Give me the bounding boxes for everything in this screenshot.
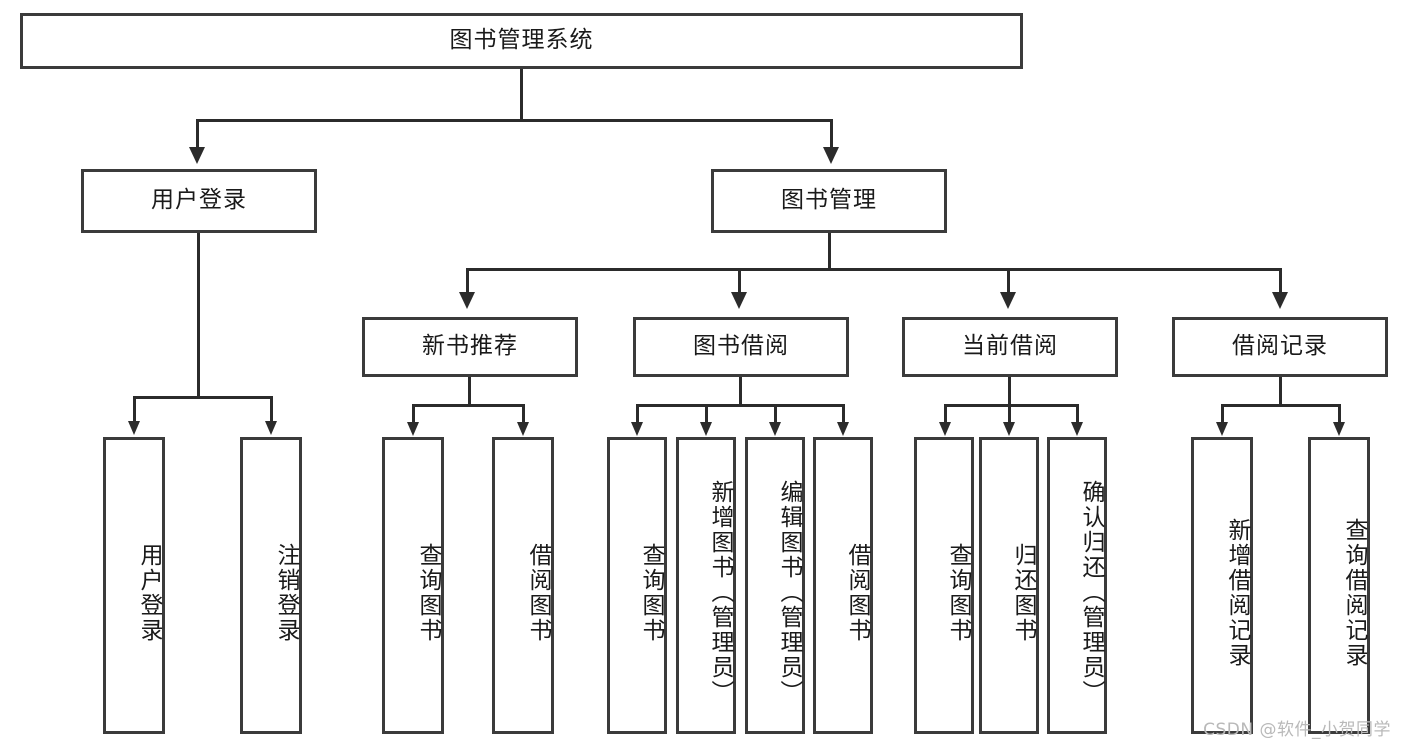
arrow-bm-borrow-record — [1272, 292, 1288, 309]
leaf-bb-borrow-book[interactable]: 借阅图书 — [813, 437, 873, 734]
arrow-bm-current-borrow — [1000, 292, 1016, 309]
watermark-text: CSDN @软件_小贺同学 — [1203, 720, 1391, 740]
leaf-nbr-query-book[interactable]: 查询图书 — [382, 437, 444, 734]
arrow-bb-leaf-4 — [837, 422, 849, 436]
node-label: 查询图书 — [638, 542, 664, 643]
edge-root-to-user-login — [196, 119, 199, 149]
edge-br-stem — [1279, 377, 1282, 405]
node-label: 新增图书（管理员） — [707, 480, 733, 705]
node-label: 图书管理系统 — [449, 27, 594, 54]
edge-nbr-drop-2 — [522, 404, 525, 423]
node-label: 用户登录 — [151, 187, 247, 214]
edge-bb-drop-1 — [636, 404, 639, 423]
arrow-br-leaf-1 — [1216, 422, 1228, 436]
edge-book-mgmt-bus — [466, 268, 1282, 271]
edge-br-drop-1 — [1221, 404, 1224, 423]
node-label: 新书推荐 — [422, 333, 518, 360]
edge-br-bus — [1221, 404, 1341, 407]
edge-book-mgmt-stem — [828, 233, 831, 269]
edge-bb-drop-2 — [705, 404, 708, 423]
arrow-nbr-leaf-2 — [517, 422, 529, 436]
leaf-cb-return-book[interactable]: 归还图书 — [979, 437, 1039, 734]
leaf-cb-query-book[interactable]: 查询图书 — [914, 437, 974, 734]
arrow-bb-leaf-2 — [700, 422, 712, 436]
edge-nbr-drop-1 — [412, 404, 415, 423]
arrow-user-login-leaf-2 — [265, 421, 277, 435]
edge-cb-drop-3 — [1076, 404, 1079, 423]
arrow-nbr-leaf-1 — [407, 422, 419, 436]
node-label: 新增借阅记录 — [1224, 517, 1250, 668]
leaf-bb-edit-book-admin[interactable]: 编辑图书（管理员） — [745, 437, 805, 734]
node-label: 借阅记录 — [1232, 333, 1328, 360]
node-label: 图书借阅 — [693, 333, 789, 360]
leaf-user-login-logout[interactable]: 注销登录 — [240, 437, 302, 734]
edge-user-login-drop-2 — [270, 396, 273, 422]
node-label: 查询借阅记录 — [1341, 517, 1367, 668]
arrow-bb-leaf-3 — [769, 422, 781, 436]
arrow-root-to-user-login — [189, 147, 205, 164]
node-label: 借阅图书 — [844, 542, 870, 643]
edge-user-login-bus — [133, 396, 270, 399]
edge-bb-stem — [739, 377, 742, 405]
node-book-borrow[interactable]: 图书借阅 — [633, 317, 849, 377]
edge-bm-drop-1 — [466, 268, 469, 294]
edge-bb-drop-4 — [842, 404, 845, 423]
node-label: 用户登录 — [136, 542, 162, 643]
node-new-book-recommend[interactable]: 新书推荐 — [362, 317, 578, 377]
edge-bm-drop-3 — [1007, 268, 1010, 294]
edge-bm-drop-2 — [738, 268, 741, 294]
node-label: 借阅图书 — [525, 542, 551, 643]
node-label: 确认归还（管理员） — [1078, 480, 1104, 705]
edge-bm-drop-4 — [1279, 268, 1282, 294]
leaf-br-add-record[interactable]: 新增借阅记录 — [1191, 437, 1253, 734]
edge-root-bus — [196, 119, 833, 122]
leaf-br-query-record[interactable]: 查询借阅记录 — [1308, 437, 1370, 734]
leaf-nbr-borrow-book[interactable]: 借阅图书 — [492, 437, 554, 734]
node-label: 查询图书 — [945, 542, 971, 643]
leaf-bb-query-book[interactable]: 查询图书 — [607, 437, 667, 734]
arrow-bb-leaf-1 — [631, 422, 643, 436]
leaf-bb-add-book-admin[interactable]: 新增图书（管理员） — [676, 437, 736, 734]
node-label: 注销登录 — [273, 542, 299, 643]
node-label: 当前借阅 — [962, 333, 1058, 360]
node-root-library-system[interactable]: 图书管理系统 — [20, 13, 1023, 69]
arrow-root-to-book-mgmt — [823, 147, 839, 164]
edge-bb-bus — [636, 404, 844, 407]
node-label: 归还图书 — [1010, 542, 1036, 643]
node-book-management[interactable]: 图书管理 — [711, 169, 947, 233]
edge-user-login-stem — [197, 233, 200, 397]
edge-cb-stem — [1008, 377, 1011, 405]
arrow-cb-leaf-2 — [1003, 422, 1015, 436]
edge-root-to-book-mgmt — [830, 119, 833, 149]
edge-cb-drop-1 — [944, 404, 947, 423]
edge-bb-drop-3 — [774, 404, 777, 423]
edge-nbr-bus — [412, 404, 525, 407]
node-label: 查询图书 — [415, 542, 441, 643]
node-label: 图书管理 — [781, 187, 877, 214]
arrow-cb-leaf-1 — [939, 422, 951, 436]
node-current-borrow[interactable]: 当前借阅 — [902, 317, 1118, 377]
arrow-br-leaf-2 — [1333, 422, 1345, 436]
edge-user-login-drop-1 — [133, 396, 136, 422]
edge-br-drop-2 — [1338, 404, 1341, 423]
node-label: 编辑图书（管理员） — [776, 480, 802, 705]
arrow-user-login-leaf-1 — [128, 421, 140, 435]
edge-cb-drop-2 — [1008, 404, 1011, 423]
leaf-user-login-login[interactable]: 用户登录 — [103, 437, 165, 734]
node-user-login[interactable]: 用户登录 — [81, 169, 317, 233]
arrow-bm-new-books — [459, 292, 475, 309]
leaf-cb-confirm-return-admin[interactable]: 确认归还（管理员） — [1047, 437, 1107, 734]
node-borrow-record[interactable]: 借阅记录 — [1172, 317, 1388, 377]
edge-root-stem — [520, 69, 523, 120]
arrow-cb-leaf-3 — [1071, 422, 1083, 436]
edge-nbr-stem — [468, 377, 471, 405]
arrow-bm-book-borrow — [731, 292, 747, 309]
